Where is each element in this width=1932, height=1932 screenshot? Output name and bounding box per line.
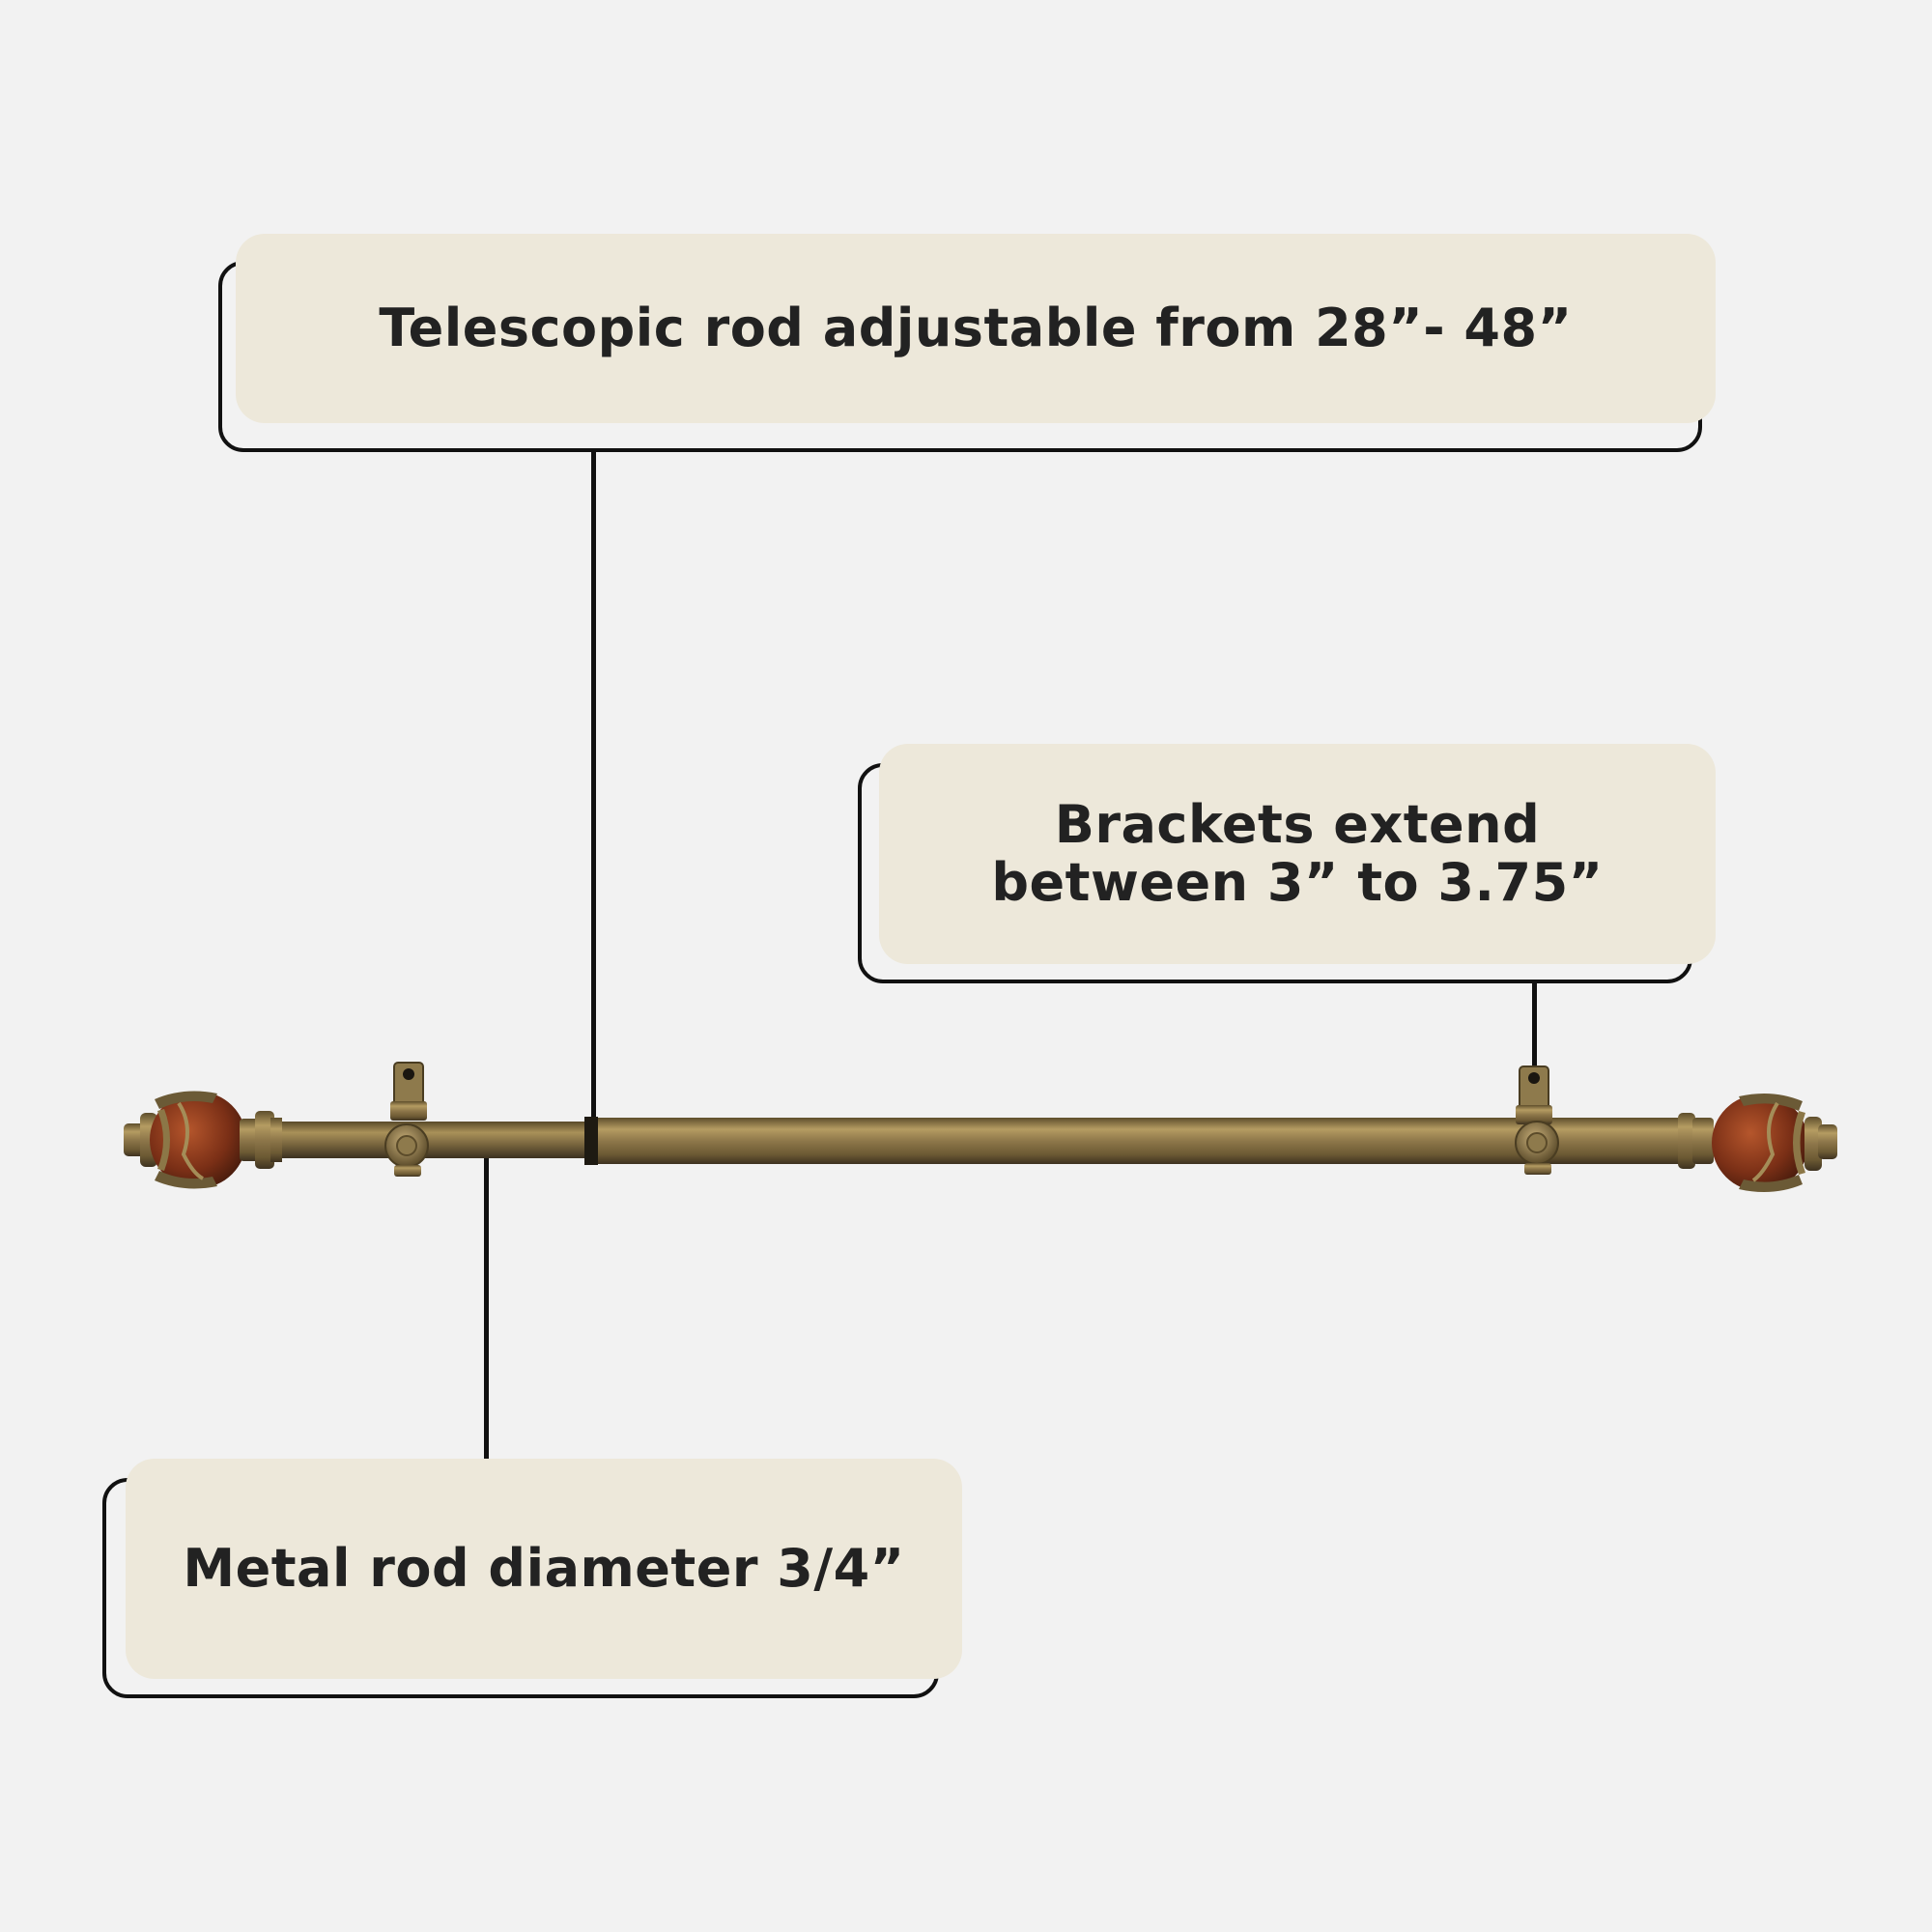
brackets-text-line1: Brackets extend xyxy=(1054,794,1541,855)
callout-box: Metal rod diameter 3/4” xyxy=(126,1459,962,1679)
brackets-text-line2: between 3” to 3.75” xyxy=(991,852,1604,913)
finial-icon xyxy=(1678,1093,1837,1193)
diameter-callout: Metal rod diameter 3/4” xyxy=(102,1459,962,1700)
inner-rod xyxy=(275,1122,589,1158)
diameter-text: Metal rod diameter 3/4” xyxy=(183,1538,905,1599)
brackets-leader-line xyxy=(1532,980,1537,1098)
telescopic-callout: Telescopic rod adjustable from 28”- 48” xyxy=(218,234,1716,454)
diameter-leader-line xyxy=(484,1157,489,1461)
brackets-callout: Brackets extend between 3” to 3.75” xyxy=(858,744,1716,985)
telescopic-leader-line xyxy=(591,449,596,1130)
callout-box: Telescopic rod adjustable from 28”- 48” xyxy=(236,234,1716,423)
callout-box: Brackets extend between 3” to 3.75” xyxy=(879,744,1716,964)
rod-joint xyxy=(584,1117,598,1165)
bracket-icon xyxy=(1515,1065,1559,1175)
finial-icon xyxy=(124,1091,282,1189)
telescopic-text: Telescopic rod adjustable from 28”- 48” xyxy=(379,298,1573,358)
outer-rod xyxy=(585,1118,1687,1164)
bracket-icon xyxy=(384,1062,429,1177)
